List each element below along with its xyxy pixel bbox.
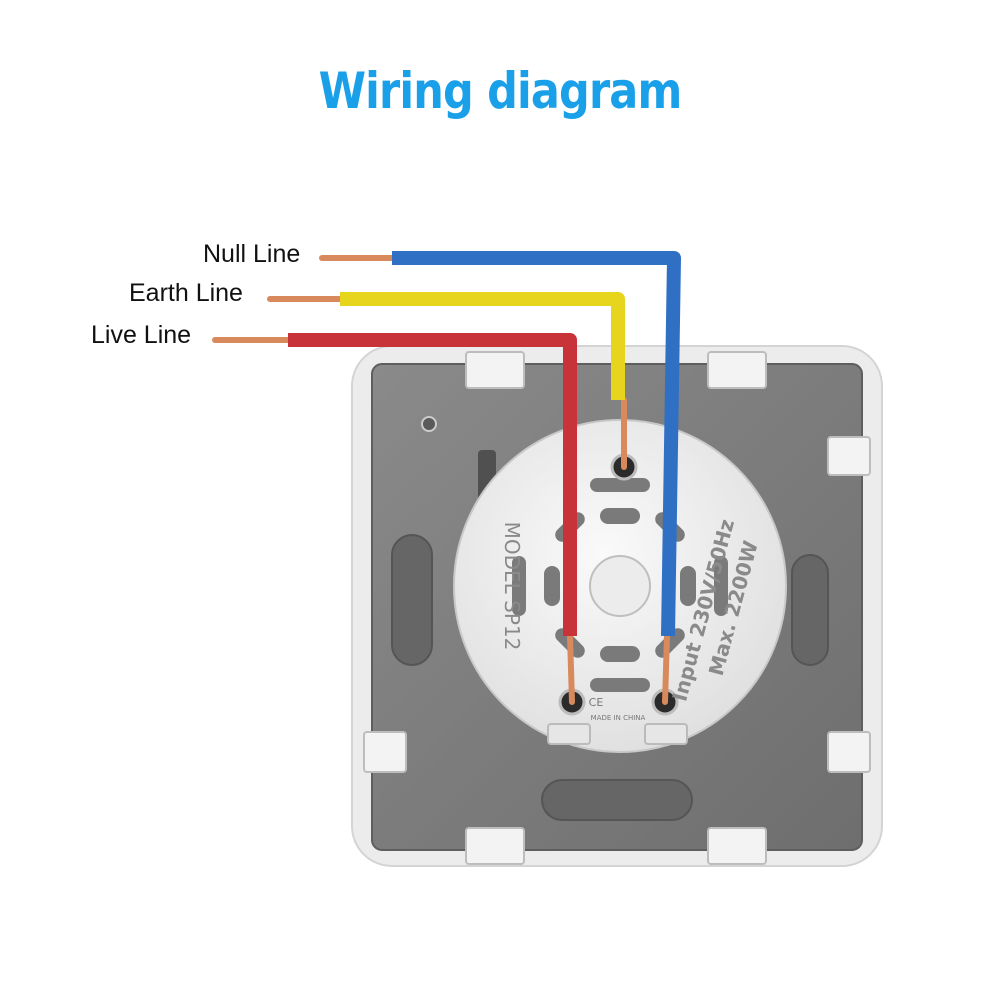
frame-clips xyxy=(363,351,871,865)
live-line-label: Live Line xyxy=(91,321,192,349)
null-wire xyxy=(392,251,681,637)
screw-dot xyxy=(421,416,437,432)
made-in-text: MADE IN CHINA xyxy=(591,714,646,722)
model-text: MODEL SP12 xyxy=(500,522,524,651)
copper-tips-terminal xyxy=(567,397,670,705)
live-wire xyxy=(288,333,577,636)
copper-tips-left xyxy=(212,255,395,343)
page-title: Wiring diagram xyxy=(318,62,683,120)
module-tabs xyxy=(547,723,688,745)
mounting-slots xyxy=(391,534,829,821)
cert-marks-text: CE xyxy=(589,696,604,709)
module-center xyxy=(589,555,651,617)
earth-line-label: Earth Line xyxy=(129,279,243,307)
earth-wire xyxy=(340,292,625,400)
null-line-label: Null Line xyxy=(203,240,301,268)
